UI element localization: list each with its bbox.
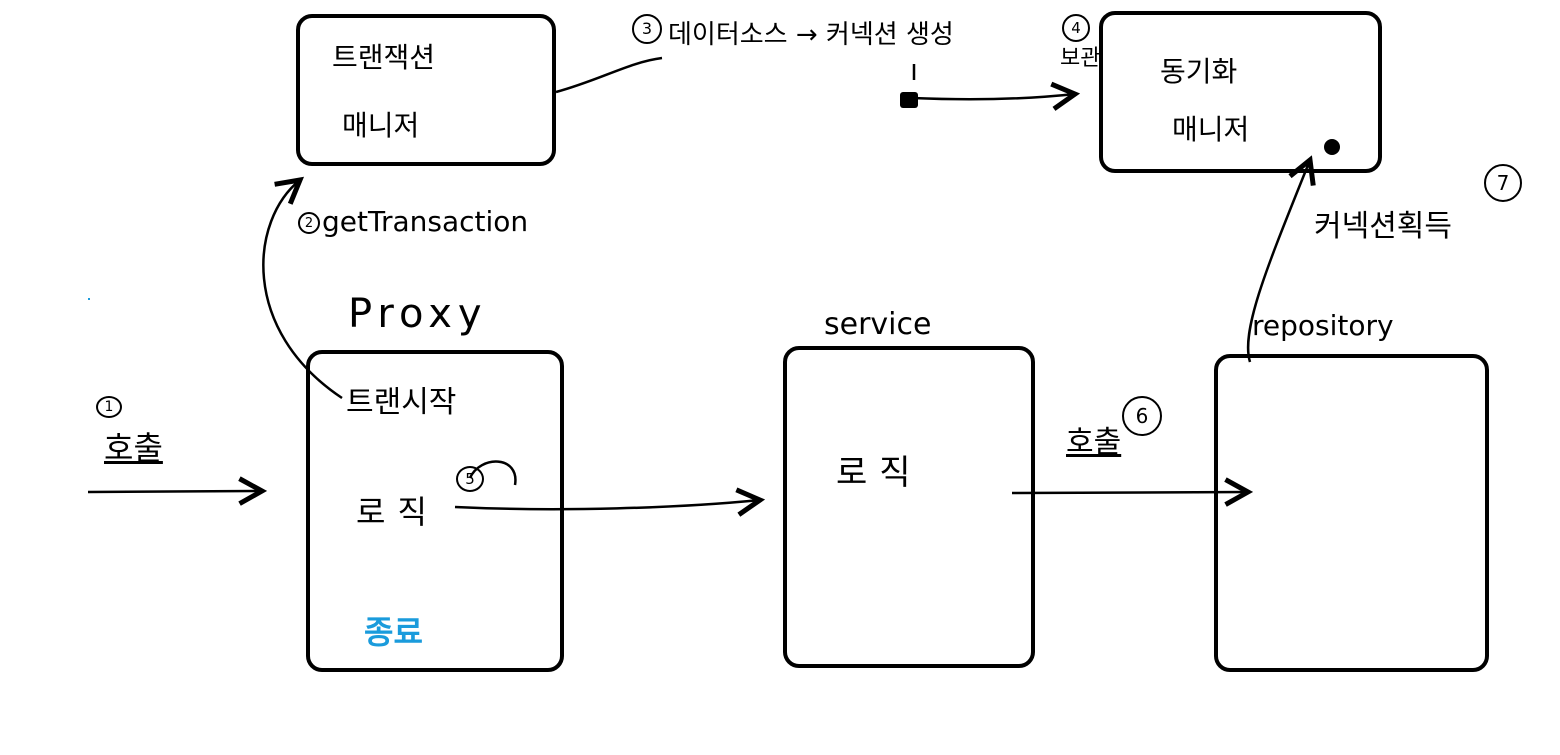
step-2-badge: 2 (298, 212, 320, 234)
step-5-badge: 5 (456, 466, 484, 492)
call-arrow (87, 491, 262, 492)
sync-manager-box (1099, 11, 1382, 173)
acquire-connection-arrow (1246, 160, 1310, 363)
step-7-badge: 7 (1484, 164, 1522, 202)
repository-box (1214, 354, 1489, 672)
service-box (783, 346, 1035, 668)
service-logic-label: 로직 (836, 453, 923, 493)
service-title: service (824, 307, 932, 342)
connection-icon (1324, 139, 1340, 155)
stray-dot (88, 298, 90, 300)
proxy-logic-label: 로직 (356, 493, 439, 531)
sync-manager-label: 매니저 (1172, 113, 1250, 146)
step-1-badge: 1 (96, 396, 122, 418)
transaction-manager-label: 트랜잭션 (332, 41, 436, 74)
proxy-to-service-arrow (454, 500, 760, 509)
step-3-label: 데이터소스 → 커넥션 생성 (668, 20, 954, 50)
proxy-title: Proxy (348, 291, 488, 337)
proxy-box (306, 350, 564, 672)
step-4-badge: 4 (1062, 14, 1090, 42)
transaction-manager-label: 매니저 (342, 109, 420, 142)
transaction-manager-box (296, 14, 556, 166)
step-3-badge: 3 (632, 14, 662, 44)
proxy-start-label: 트랜시작 (346, 385, 457, 420)
service-to-repository-arrow (1011, 492, 1248, 493)
step-6-badge: 6 (1122, 396, 1162, 436)
sync-manager-label: 동기화 (1160, 55, 1238, 88)
step-6-label: 호출 (1066, 425, 1122, 460)
step-1-label: 호출 (104, 429, 163, 467)
step-4-label: 보관 (1060, 46, 1101, 71)
proxy-end-label: 종료 (364, 613, 423, 651)
datasource-link-line (555, 56, 663, 94)
store-connection-arrow (911, 64, 1075, 99)
connection-icon (900, 92, 918, 108)
repository-title: repository (1252, 309, 1394, 342)
step-7-label: 커넥션획득 (1314, 209, 1452, 244)
step-2-label: getTransaction (322, 205, 529, 238)
